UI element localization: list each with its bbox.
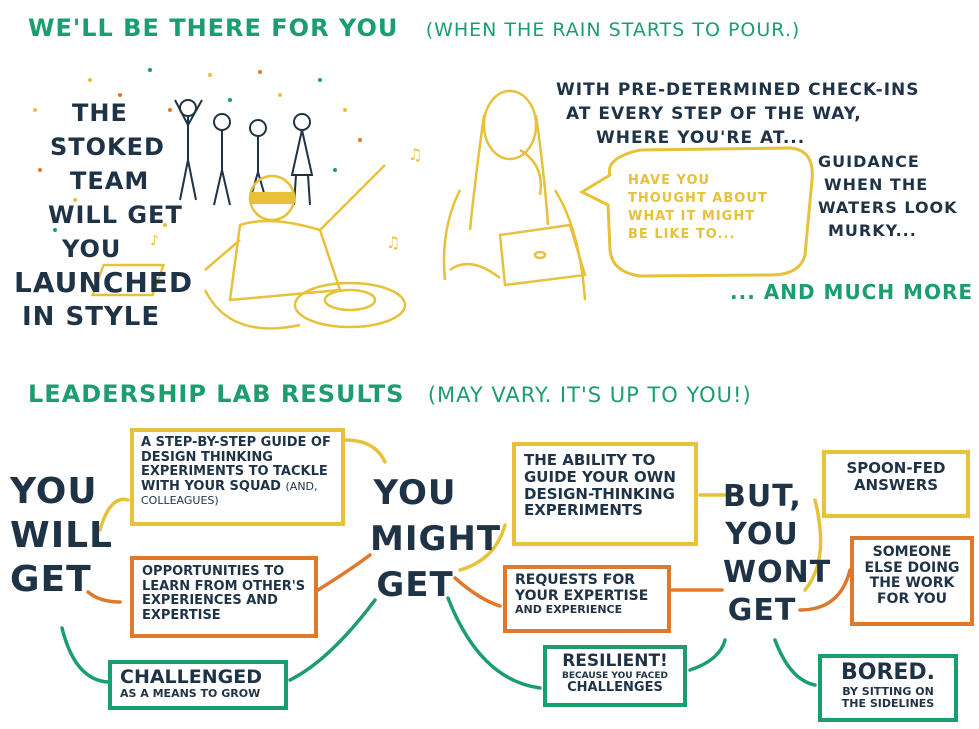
box-challenged-small: AS A MEANS TO GROW [120,687,261,701]
much-more-text: ... AND MUCH MORE [730,280,974,304]
box-opportunities-text: OPPORTUNITIES TO LEARN FROM OTHER'S EXPE… [142,564,306,623]
arrow-icon [288,598,377,682]
box-resilient: RESILIENT! BECAUSE YOU FACED CHALLENGES [543,645,687,707]
box-resilient-text: RESILIENT! [562,651,668,671]
speech-line: THOUGHT ABOUT [628,191,768,206]
box-bored-text: BORED. [840,660,936,685]
launch-line: THE [72,99,128,127]
you-will-get-line: WILL [10,515,113,556]
but-wont-get-line: YOU [725,517,799,552]
you-might-get-line: YOU [373,473,457,513]
arrow-icon [453,576,502,608]
you-might-get-line: GET [376,565,454,605]
launch-line: IN STYLE [22,302,161,332]
box-spoon-fed: SPOON-FED ANSWERS [822,450,970,518]
box-step-guide-text: A STEP-BY-STEP GUIDE OF DESIGN THINKING … [141,435,331,494]
speech-bubble-icon [578,146,814,278]
box-requests-small: AND EXPERIENCE [515,603,623,617]
but-wont-get: BUT, YOU WONT GET [723,478,832,630]
music-note-icon: ♫ [386,233,400,252]
box-challenged: CHALLENGED AS A MEANS TO GROW [108,660,288,710]
guidance-line: GUIDANCE [818,152,920,171]
speech-text: HAVE YOU THOUGHT ABOUT WHAT IT MIGHT BE … [628,172,768,244]
box-someone-else-text: SOMEONE ELSE DOING THE WORK FOR YOU [864,544,960,608]
box-step-guide: A STEP-BY-STEP GUIDE OF DESIGN THINKING … [130,428,345,526]
checkins-line: WHERE YOU'RE AT... [596,128,806,148]
speech-line: BE LIKE TO... [628,227,736,242]
you-will-get-line: GET [10,559,92,600]
arrow-icon [773,638,817,687]
checkins-line: WITH PRE-DETERMINED CHECK-INS [556,80,920,100]
launch-line: YOU [62,235,122,263]
arrow-icon [60,626,110,684]
box-requests-text: REQUESTS FOR YOUR EXPERTISE [515,572,649,604]
confetti-icon [33,68,362,232]
launch-line: STOKED [50,133,165,161]
results-title-paren: (MAY VARY. IT'S UP TO YOU!) [427,383,752,407]
launch-line: TEAM [70,167,150,195]
arrow-icon [86,590,122,604]
box-step-guide-small: (AND, COLLEAGUES) [141,479,318,508]
you-might-get-line: MIGHT [370,519,502,559]
guidance-line: WHEN THE [824,175,929,194]
arrow-icon [688,638,727,672]
you-will-get-line: YOU [10,471,98,512]
box-someone-else: SOMEONE ELSE DOING THE WORK FOR YOU [850,536,974,626]
box-challenged-text: CHALLENGED [120,666,262,688]
checkins-text: WITH PRE-DETERMINED CHECK-INS AT EVERY S… [556,78,920,150]
guidance-line: WATERS LOOK [818,198,958,217]
box-bored: BORED. BY SITTING ON THE SIDELINES [818,654,958,722]
speech-line: WHAT IT MIGHT [628,209,756,224]
music-note-icon: ♫ [408,145,422,164]
box-ability-text: THE ABILITY TO GUIDE YOUR OWN DESIGN-THI… [524,451,676,520]
guidance-text: GUIDANCE WHEN THE WATERS LOOK MURKY... [818,150,958,242]
arrow-icon [458,523,507,572]
headline: WE'LL BE THERE FOR YOU (WHEN THE RAIN ST… [28,14,800,42]
box-resilient-tail: CHALLENGES [567,680,663,696]
arrow-icon [803,498,823,592]
arrow-icon [316,553,372,592]
box-opportunities: OPPORTUNITIES TO LEARN FROM OTHER'S EXPE… [130,556,318,638]
arrow-icon [446,596,542,690]
arrow-icon [343,438,387,464]
arrow-icon [798,568,852,612]
guidance-line: MURKY... [828,221,917,240]
coach-woman-illustration-icon [442,89,587,301]
results-title: LEADERSHIP LAB RESULTS (MAY VARY. IT'S U… [28,380,752,408]
checkins-line: AT EVERY STEP OF THE WAY, [566,104,862,124]
launch-line: LAUNCHED [14,266,194,299]
box-bored-small: BY SITTING ON THE SIDELINES [841,684,935,710]
but-wont-get-line: GET [727,593,797,628]
box-resilient-small: BECAUSE YOU FACED [562,671,668,682]
dj-illustration-icon [90,164,407,330]
headline-paren: (WHEN THE RAIN STARTS TO POUR.) [425,19,801,41]
launch-text-block: THE STOKED TEAM WILL GET YOU LAUNCHED IN… [14,96,193,334]
headline-main: WE'LL BE THERE FOR YOU [28,14,399,42]
music-note-icon: ♪ [150,233,159,249]
but-wont-get-line: BUT, [723,479,802,514]
launch-line: WILL GET [48,201,183,229]
you-might-get: YOU MIGHT GET [370,470,502,608]
box-spoon-fed-text: SPOON-FED ANSWERS [846,459,946,494]
results-title-main: LEADERSHIP LAB RESULTS [28,380,405,408]
arrow-icon [98,497,130,532]
you-will-get: YOU WILL GET [10,470,113,602]
box-ability: THE ABILITY TO GUIDE YOUR OWN DESIGN-THI… [512,442,698,546]
speech-line: HAVE YOU [628,173,711,188]
but-wont-get-line: WONT [723,555,832,590]
box-requests: REQUESTS FOR YOUR EXPERTISE AND EXPERIEN… [503,565,671,633]
